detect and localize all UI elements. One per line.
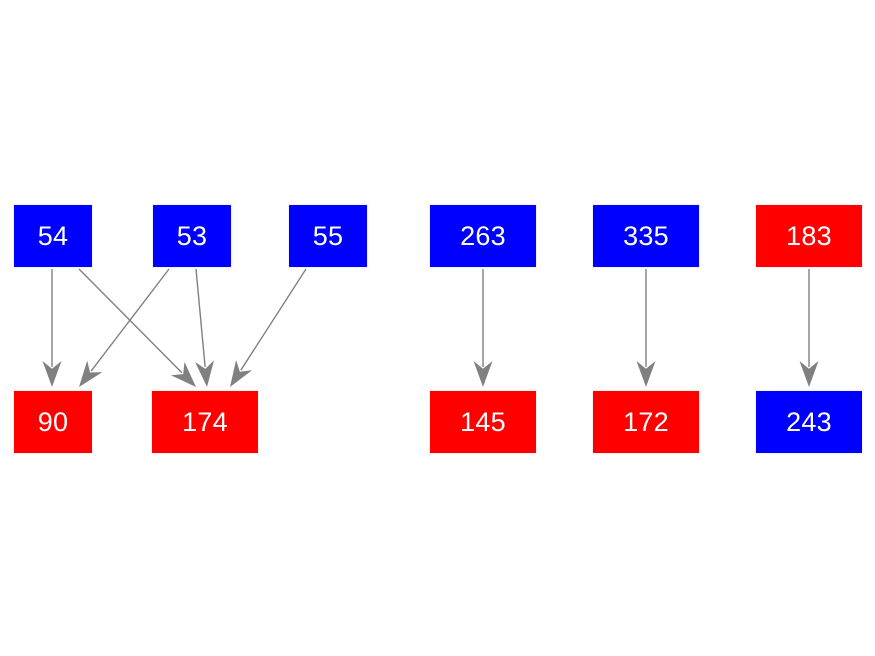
- graph-node-54[interactable]: 54: [13, 204, 93, 268]
- edge-arrowhead-icon: [636, 361, 656, 387]
- edge-arrowhead-icon: [170, 361, 196, 387]
- edge-arrowhead-icon: [79, 360, 103, 387]
- edge-line: [78, 268, 183, 374]
- edge-arrowhead-icon: [42, 361, 62, 387]
- graph-node-55[interactable]: 55: [288, 204, 368, 268]
- graph-node-53[interactable]: 53: [152, 204, 232, 268]
- edge-line: [90, 268, 170, 372]
- edge-arrowhead-icon: [473, 361, 493, 387]
- graph-edge: [78, 268, 196, 387]
- graph-node-263[interactable]: 263: [429, 204, 537, 268]
- node-label: 335: [623, 220, 669, 251]
- graph-node-243[interactable]: 243: [755, 390, 863, 454]
- graph-edge: [230, 268, 307, 387]
- graph-node-145[interactable]: 145: [429, 390, 537, 454]
- node-label: 183: [786, 220, 832, 251]
- edge-arrowhead-icon: [195, 360, 215, 387]
- graph-edge: [799, 269, 819, 387]
- graph-edge: [636, 269, 656, 387]
- graph-edge: [473, 269, 493, 387]
- node-label: 172: [623, 406, 669, 437]
- node-label: 243: [786, 406, 832, 437]
- node-label: 55: [312, 220, 344, 251]
- node-label: 263: [460, 220, 506, 251]
- graph-edge: [195, 268, 215, 387]
- edge-line: [195, 268, 206, 368]
- graph-edge: [42, 269, 62, 387]
- graph-node-335[interactable]: 335: [592, 204, 700, 268]
- node-label: 90: [37, 406, 69, 437]
- node-label: 54: [37, 220, 69, 251]
- edge-arrowhead-icon: [230, 360, 253, 387]
- graph-node-90[interactable]: 90: [13, 390, 93, 454]
- node-label: 53: [176, 220, 208, 251]
- edge-line: [240, 268, 307, 371]
- edge-arrowhead-icon: [799, 361, 819, 387]
- graph-edge: [79, 268, 170, 387]
- graph-node-172[interactable]: 172: [592, 390, 700, 454]
- node-label: 145: [460, 406, 506, 437]
- node-label: 174: [182, 406, 228, 437]
- graph-node-183[interactable]: 183: [755, 204, 863, 268]
- graph-node-174[interactable]: 174: [151, 390, 259, 454]
